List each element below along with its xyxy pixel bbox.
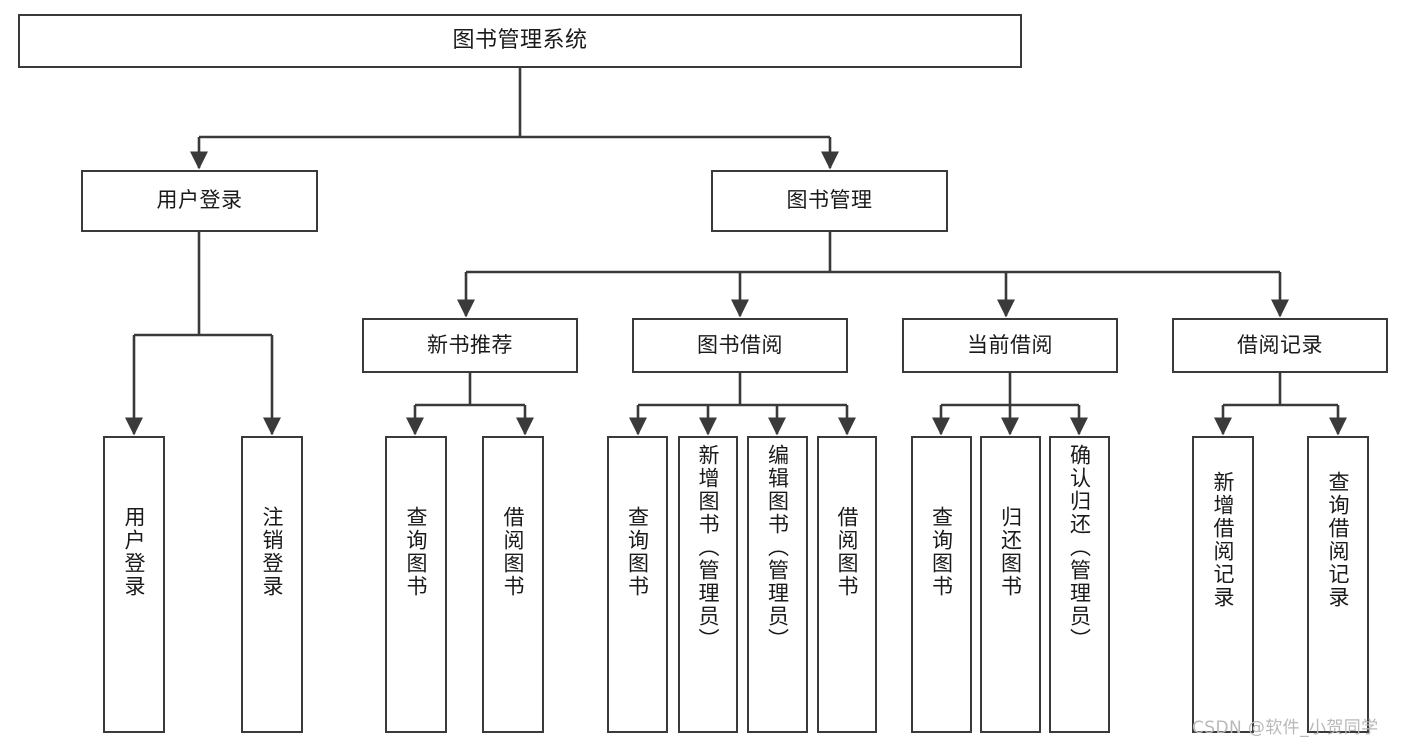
node-label: 图书管理系统 [452,27,588,53]
node-current-borrow[interactable]: 当前借阅 [902,318,1118,373]
node-root-book-management-system[interactable]: 图书管理系统 [18,14,1022,68]
leaf-user-login[interactable]: 用户登录 [103,436,165,733]
node-new-book-recommendation[interactable]: 新书推荐 [362,318,578,373]
node-label: 借阅图书 [501,506,526,598]
leaf-add-book-admin[interactable]: 新增图书（管理员） [678,436,738,733]
leaf-add-borrow-record[interactable]: 新增借阅记录 [1192,436,1254,733]
leaf-query-book-borrow[interactable]: 查询图书 [607,436,668,733]
node-label: 确认归还（管理员） [1067,444,1092,651]
node-book-management[interactable]: 图书管理 [711,170,948,232]
node-label: 新增图书（管理员） [696,444,721,651]
leaf-borrow-book-recommendation[interactable]: 借阅图书 [482,436,544,733]
node-label: 查询图书 [404,506,429,598]
node-label: 借阅记录 [1237,332,1323,357]
leaf-logout[interactable]: 注销登录 [241,436,303,733]
leaf-return-book[interactable]: 归还图书 [980,436,1041,733]
node-label: 用户登录 [156,188,243,213]
node-label: 查询图书 [929,506,954,598]
node-label: 用户登录 [122,506,147,598]
node-label: 查询图书 [625,506,650,598]
node-label: 新增借阅记录 [1211,471,1236,609]
node-label: 借阅图书 [835,506,860,598]
node-label: 图书借阅 [697,332,783,357]
leaf-edit-book-admin[interactable]: 编辑图书（管理员） [747,436,808,733]
node-label: 新书推荐 [427,332,513,357]
csdn-watermark: CSDN @软件_小贺同学 [1192,718,1379,738]
node-user-login[interactable]: 用户登录 [81,170,318,232]
node-label: 归还图书 [998,506,1023,598]
node-label: 查询借阅记录 [1326,471,1351,609]
node-book-borrow[interactable]: 图书借阅 [632,318,848,373]
leaf-query-book-recommendation[interactable]: 查询图书 [385,436,447,733]
node-label: 图书管理 [786,188,873,213]
leaf-query-borrow-record[interactable]: 查询借阅记录 [1307,436,1369,733]
leaf-query-book-current[interactable]: 查询图书 [911,436,972,733]
node-label: 编辑图书（管理员） [765,444,790,651]
node-label: 当前借阅 [967,332,1053,357]
leaf-confirm-return-admin[interactable]: 确认归还（管理员） [1049,436,1110,733]
node-label: 注销登录 [260,506,285,598]
node-borrow-record[interactable]: 借阅记录 [1172,318,1388,373]
leaf-borrow-book-borrow[interactable]: 借阅图书 [817,436,877,733]
